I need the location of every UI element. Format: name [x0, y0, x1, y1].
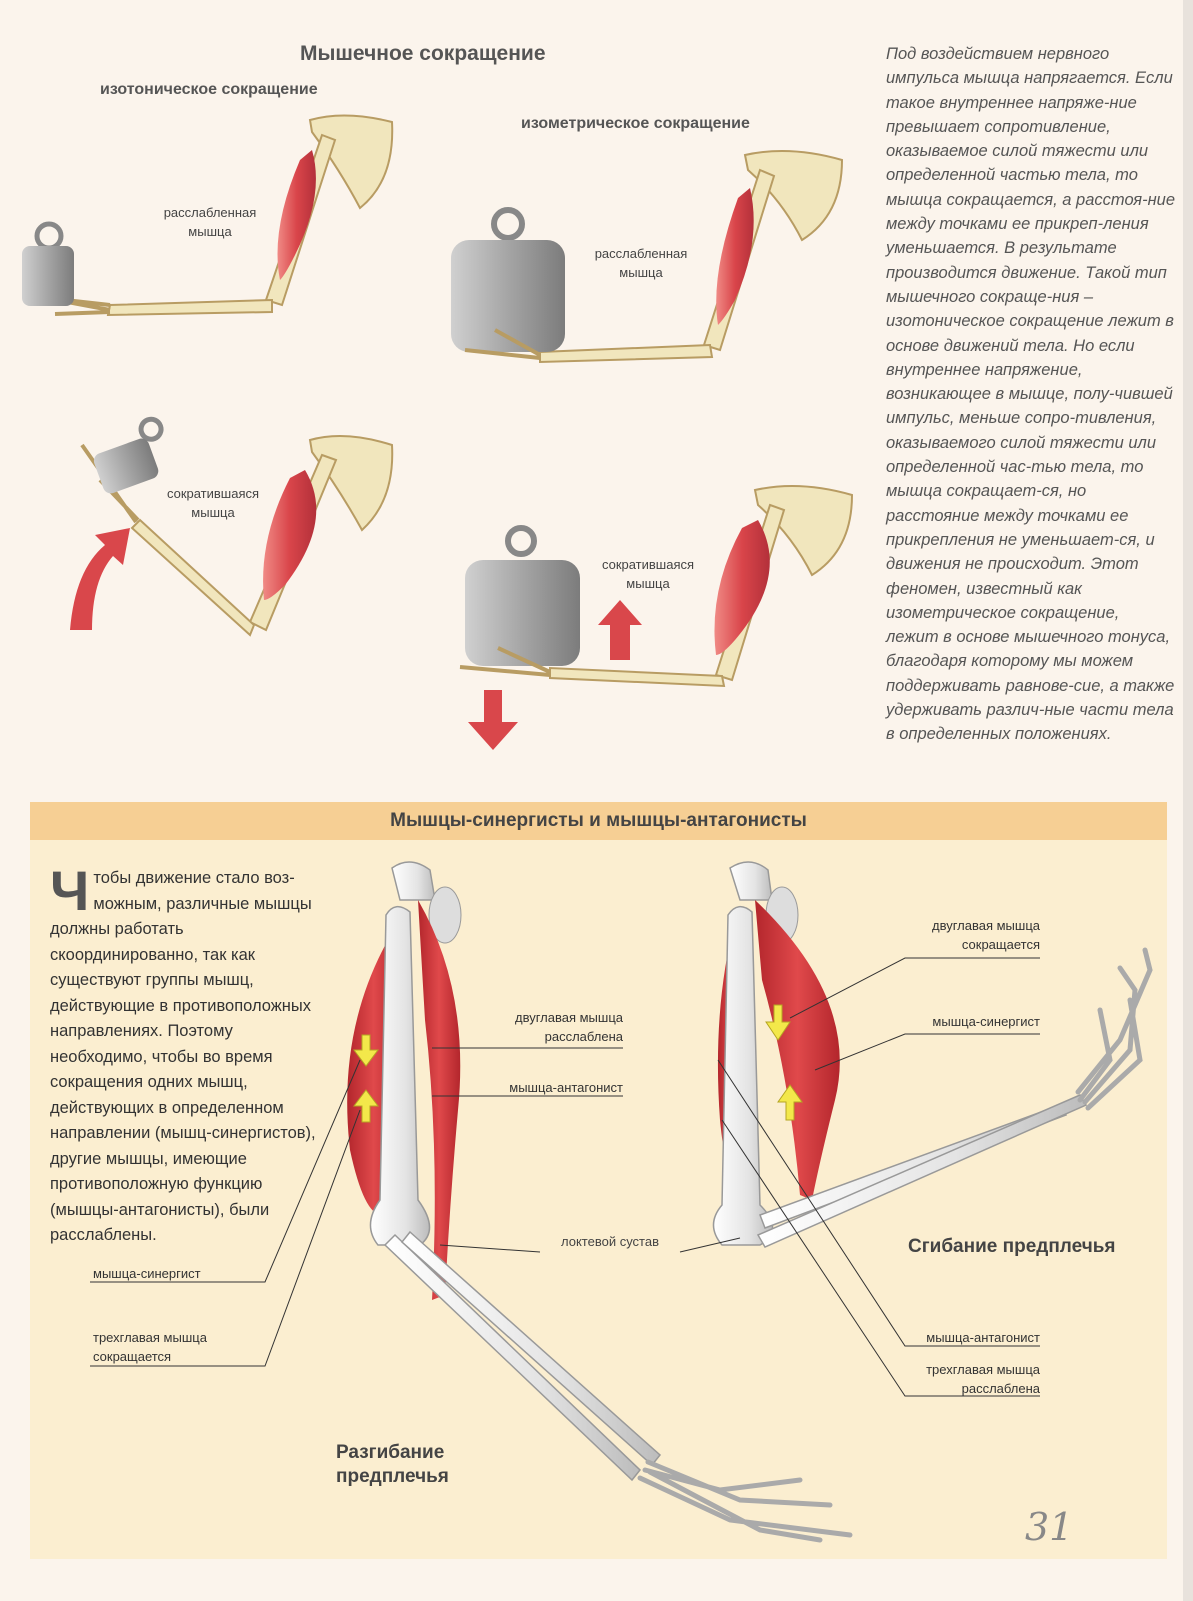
arm-isometric-contracted: [459, 485, 854, 750]
arrow-down-right: [765, 1004, 791, 1041]
shoulder-left: [391, 861, 436, 901]
forearm-1: [106, 298, 273, 317]
arm-flexion: [712, 861, 1153, 1248]
arrow-up: [598, 600, 642, 660]
page-number: 31: [1025, 1505, 1074, 1549]
contracted-muscle-label-2: сократившаяся мышца: [601, 557, 695, 591]
intro-dropcap: Ч: [50, 859, 90, 922]
forearm-4: [549, 666, 726, 688]
weight-ring-2: [491, 207, 525, 241]
biceps-contracted-1: [263, 470, 317, 600]
arrow-down-left: [353, 1034, 379, 1067]
weight-2: [451, 240, 565, 352]
forearm-3: [130, 518, 256, 637]
leader-antagonist-right: [717, 1059, 1040, 1347]
intro-text: тобы движение стало воз-можным, различны…: [50, 869, 316, 1244]
label-biceps-relaxed: двуглавая мышца расслаблена: [514, 1010, 623, 1044]
leader-elbow: [439, 1237, 741, 1253]
weight-4: [465, 560, 580, 666]
weight-3: [93, 438, 159, 494]
label-antagonist-right: мышца-антагонист: [926, 1330, 1040, 1345]
biceps-contracted-2: [714, 520, 770, 655]
joint-head-left: [428, 886, 462, 944]
contraction-illustrations: [22, 114, 854, 750]
leader-lines: [90, 957, 1040, 1397]
page-title: Мышечное сокращение: [300, 42, 546, 65]
hand-right: [1075, 947, 1153, 1111]
relaxed-muscle-label-1: расслабленная мышца: [163, 205, 257, 239]
weight-ring-4: [505, 525, 537, 557]
biceps-left: [418, 900, 461, 1300]
hand-left: [637, 1459, 853, 1543]
rotation-arrow: [70, 528, 130, 630]
biceps-right: [755, 900, 840, 1200]
hand-2: [464, 328, 541, 360]
arm-isotonic-relaxed: [22, 114, 394, 317]
biceps-relaxed-2: [716, 188, 754, 325]
arrow-up-left: [353, 1089, 379, 1123]
leader-triceps-relaxed: [721, 1119, 1040, 1397]
arm-isometric-relaxed: [451, 150, 844, 364]
arrow-down: [468, 690, 518, 750]
isotonic-title: изотоническое сокращение: [100, 81, 318, 98]
arm-extension: [347, 861, 853, 1543]
biceps-relaxed-1: [277, 150, 316, 280]
isometric-title: изометрическое сокращение: [521, 115, 750, 132]
flexion-caption: Сгибание предплечья: [908, 1236, 1116, 1257]
leader-synergist-right: [814, 1033, 1040, 1071]
ulna-right: [756, 1094, 1088, 1248]
shoulder-right: [729, 861, 773, 901]
weight-1: [22, 246, 74, 306]
contraction-description: Под воздействием нервного импульса мышца…: [886, 45, 1176, 744]
label-triceps-relaxed: трехглавая мышца расслаблена: [926, 1362, 1040, 1396]
page-edge: [1183, 0, 1193, 1601]
label-elbow-joint: локтевой сустав: [561, 1234, 659, 1249]
leader-synergist-left: [90, 1059, 361, 1283]
ulna-left: [400, 1230, 662, 1467]
arm-isotonic-contracted: [70, 416, 394, 637]
arrow-up-right: [777, 1084, 803, 1121]
extension-caption: Разгибание предплечья: [336, 1442, 449, 1487]
leader-biceps-contracts: [789, 957, 1040, 1019]
weight-ring-3: [138, 416, 164, 442]
forearm-2: [539, 343, 714, 364]
section-title: Мышцы-синергисты и мышцы-антагонисты: [30, 802, 1167, 840]
label-synergist-left: мышца-синергист: [93, 1266, 201, 1281]
leader-triceps-contracts: [90, 1109, 361, 1367]
label-antagonist-left: мышца-антагонист: [509, 1080, 623, 1095]
contracted-muscle-label-1: сократившаяся мышца: [166, 486, 260, 520]
hand-4: [459, 646, 551, 677]
relaxed-muscle-label-2: расслабленная мышца: [594, 246, 688, 280]
radius-left: [383, 1233, 642, 1482]
humerus-left: [369, 906, 431, 1246]
label-triceps-contracts: трехглавая мышца сокращается: [93, 1330, 207, 1364]
label-synergist-right: мышца-синергист: [932, 1014, 1040, 1029]
label-biceps-contracts: двуглавая мышца сокращается: [931, 918, 1040, 952]
